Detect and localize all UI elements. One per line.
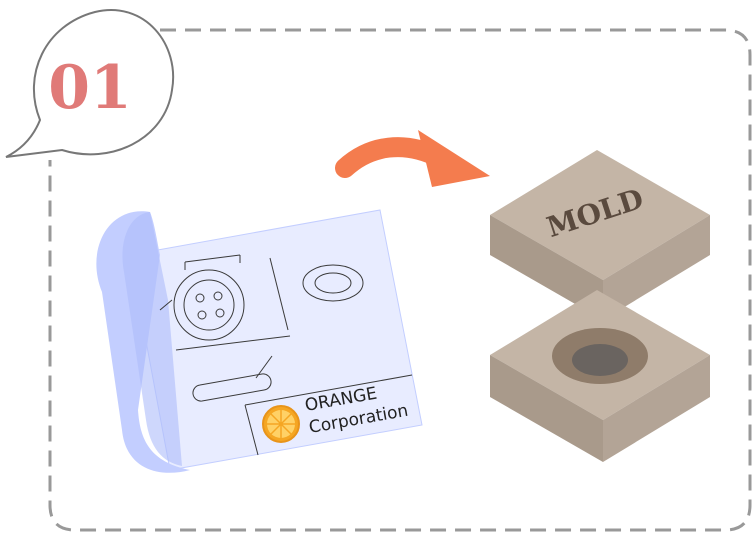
blueprint-roll-inner — [122, 212, 182, 466]
mold-top-face — [490, 150, 710, 280]
mold-cavity-inner — [572, 344, 628, 376]
button-side-inner — [314, 272, 352, 294]
orange-logo-icon — [262, 405, 300, 443]
mold-top-block: MOLD — [490, 150, 710, 320]
step-badge: 01 — [5, 9, 175, 158]
button-hole — [195, 293, 205, 303]
mold-bottom-block — [490, 290, 710, 462]
button-hole — [197, 310, 207, 320]
button-inner-circle — [183, 279, 235, 331]
mold-bottom-right-side — [603, 355, 710, 462]
dimension-lines — [159, 254, 291, 351]
mold-top-right-side — [603, 215, 710, 320]
button-hole — [215, 308, 225, 318]
mold-bottom-left-side — [490, 355, 603, 462]
step-number: 01 — [48, 53, 132, 123]
technical-drawing — [159, 254, 413, 456]
leader-line — [255, 355, 273, 379]
speech-bubble — [5, 9, 175, 158]
button-hole — [213, 291, 223, 301]
dashed-frame — [48, 28, 752, 532]
slot-shape — [192, 373, 272, 402]
title-block-border — [244, 374, 413, 456]
mold-top-left-side — [490, 215, 603, 320]
blueprint-drawing: ORANGE Corporation — [96, 209, 423, 473]
arrow-head — [418, 130, 490, 187]
button-outline-circle — [173, 269, 245, 341]
button-side-view — [302, 264, 364, 302]
process-arrow — [335, 130, 490, 187]
